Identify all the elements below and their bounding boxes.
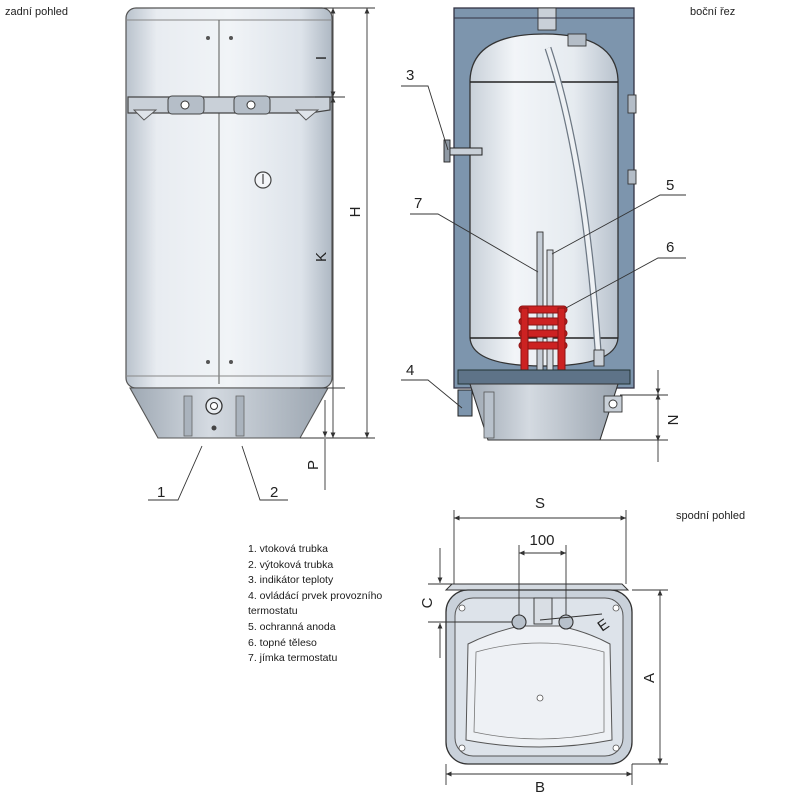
rear-callout-lines bbox=[148, 445, 288, 501]
legend-item: 5. ochranná anoda bbox=[248, 620, 336, 633]
side-view-label: boční řez bbox=[690, 6, 736, 18]
side-inner-tank bbox=[469, 33, 619, 367]
dim-C: C bbox=[419, 597, 436, 608]
rear-view: I K H P 1 2 bbox=[125, 7, 375, 501]
callout-4: 4 bbox=[406, 362, 414, 379]
legend-item: 6. topné těleso bbox=[248, 636, 317, 649]
callout-7: 7 bbox=[414, 195, 422, 212]
legend-item: 3. indikátor teploty bbox=[248, 574, 334, 587]
dim-100: 100 bbox=[529, 532, 554, 549]
callout-1: 1 bbox=[157, 484, 165, 501]
power-icon bbox=[254, 171, 272, 189]
bottom-view-label: spodní pohled bbox=[676, 510, 746, 522]
legend-item: 1. vtoková trubka bbox=[248, 543, 328, 555]
callout-6: 6 bbox=[666, 239, 674, 256]
bottom-inlet-pipe bbox=[511, 614, 527, 630]
callout-3: 3 bbox=[406, 67, 414, 84]
bottom-view: S 100 C A B E bbox=[419, 495, 668, 796]
heating-element bbox=[518, 305, 568, 389]
dim-S: S bbox=[535, 495, 545, 512]
dim-P: P bbox=[305, 460, 322, 470]
side-section-view: N 3 4 5 6 7 bbox=[401, 7, 686, 462]
rear-tank-body bbox=[125, 7, 333, 389]
thermostat-control bbox=[457, 389, 473, 417]
dim-A: A bbox=[641, 673, 658, 683]
wall-bracket bbox=[127, 95, 331, 121]
rear-view-label: zadní pohled bbox=[5, 6, 68, 18]
dim-N: N bbox=[665, 415, 682, 426]
rear-base-cone bbox=[129, 387, 329, 439]
dim-B: B bbox=[535, 779, 545, 796]
temperature-indicator bbox=[445, 147, 483, 156]
side-callout-lines bbox=[401, 85, 686, 409]
callout-2: 2 bbox=[270, 484, 278, 501]
bottom-dimensions bbox=[428, 510, 668, 785]
bottom-inner-plate bbox=[465, 625, 613, 748]
callout-5: 5 bbox=[666, 177, 674, 194]
dim-H: H bbox=[347, 207, 364, 218]
parts-legend: 1. vtoková trubka 2. výtoková trubka 3. … bbox=[248, 542, 382, 667]
dim-I: I bbox=[313, 56, 330, 60]
legend-item: 7. jímka termostatu bbox=[248, 652, 338, 665]
legend-item: 2. výtoková trubka bbox=[248, 558, 334, 571]
side-dimensions bbox=[600, 370, 668, 462]
dim-K: K bbox=[313, 252, 330, 262]
rear-dimensions bbox=[300, 7, 375, 490]
